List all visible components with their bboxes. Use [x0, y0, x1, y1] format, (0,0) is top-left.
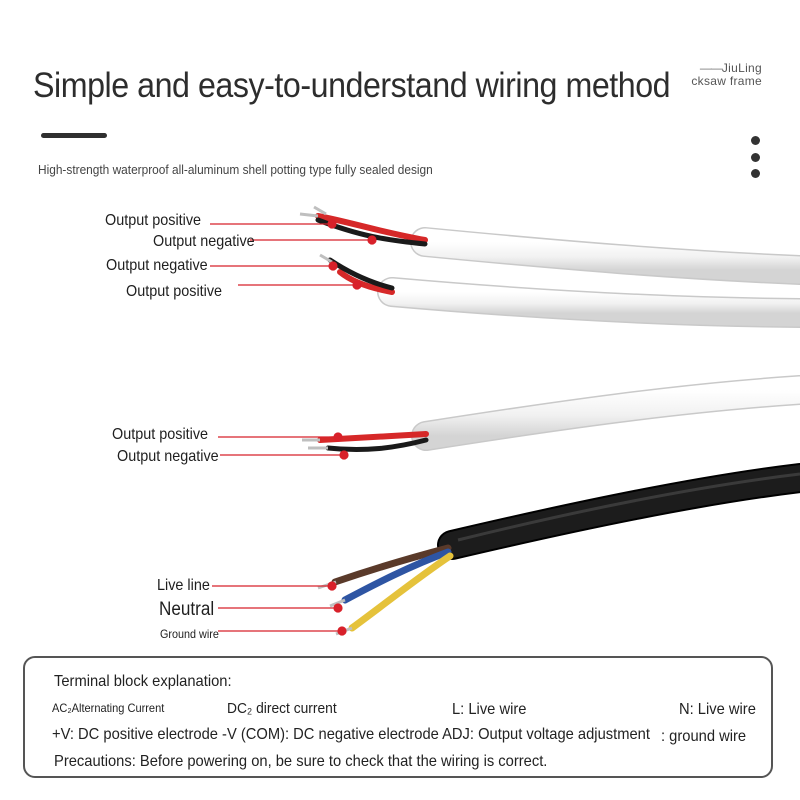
cable-2	[319, 253, 800, 328]
brand-watermark: JiuLing cksaw frame	[691, 62, 762, 88]
c4-blue-wire	[341, 548, 452, 604]
label-c4-neutral: Neutral	[159, 599, 215, 620]
c3-black-wire	[325, 437, 429, 453]
c3-red-wire	[317, 431, 429, 443]
label-c1-output-negative: Output negative	[153, 233, 255, 250]
page-subtitle: High-strength waterproof all-aluminum sh…	[38, 163, 433, 177]
terminal-l: L: Live wire	[452, 701, 527, 718]
brand-tagline: cksaw frame	[691, 74, 762, 88]
terminal-ground: : ground wire	[661, 728, 747, 745]
cable-3	[302, 375, 800, 453]
terminal-precaution: Precautions: Before powering on, be sure…	[54, 753, 548, 770]
label-c2-output-negative: Output negative	[106, 257, 208, 274]
label-c4-ground-wire: Ground wire	[160, 627, 219, 641]
terminal-heading: Terminal block explanation:	[54, 673, 232, 690]
terminal-dc-description: +V: DC positive electrode -V (COM): DC n…	[52, 726, 650, 743]
cable-4	[317, 463, 800, 636]
label-c4-live-line: Live line	[157, 577, 210, 594]
c2-red-wire	[337, 269, 395, 295]
label-c1-output-positive: Output positive	[105, 212, 202, 229]
title-underline	[41, 133, 107, 138]
terminal-ac: AC₂Alternating Current	[52, 701, 165, 715]
terminal-dc: DC₂ direct current	[227, 700, 337, 717]
page-title: Simple and easy-to-understand wiring met…	[33, 66, 671, 105]
c4-yellow-wire	[348, 552, 454, 632]
label-c3-output-positive: Output positive	[112, 426, 209, 443]
cable-illustration	[210, 205, 800, 636]
brand-name: JiuLing	[691, 62, 762, 75]
leader-lines	[210, 219, 377, 636]
label-c3-output-negative: Output negative	[117, 448, 219, 465]
terminal-n: N: Live wire	[679, 701, 756, 718]
label-c2-output-positive: Output positive	[126, 283, 223, 300]
c4-brown-wire	[331, 544, 452, 586]
c1-red-wire	[315, 213, 428, 243]
more-menu-icon[interactable]	[748, 136, 762, 178]
terminal-explanation-box: Terminal block explanation: AC₂Alternati…	[23, 656, 773, 778]
